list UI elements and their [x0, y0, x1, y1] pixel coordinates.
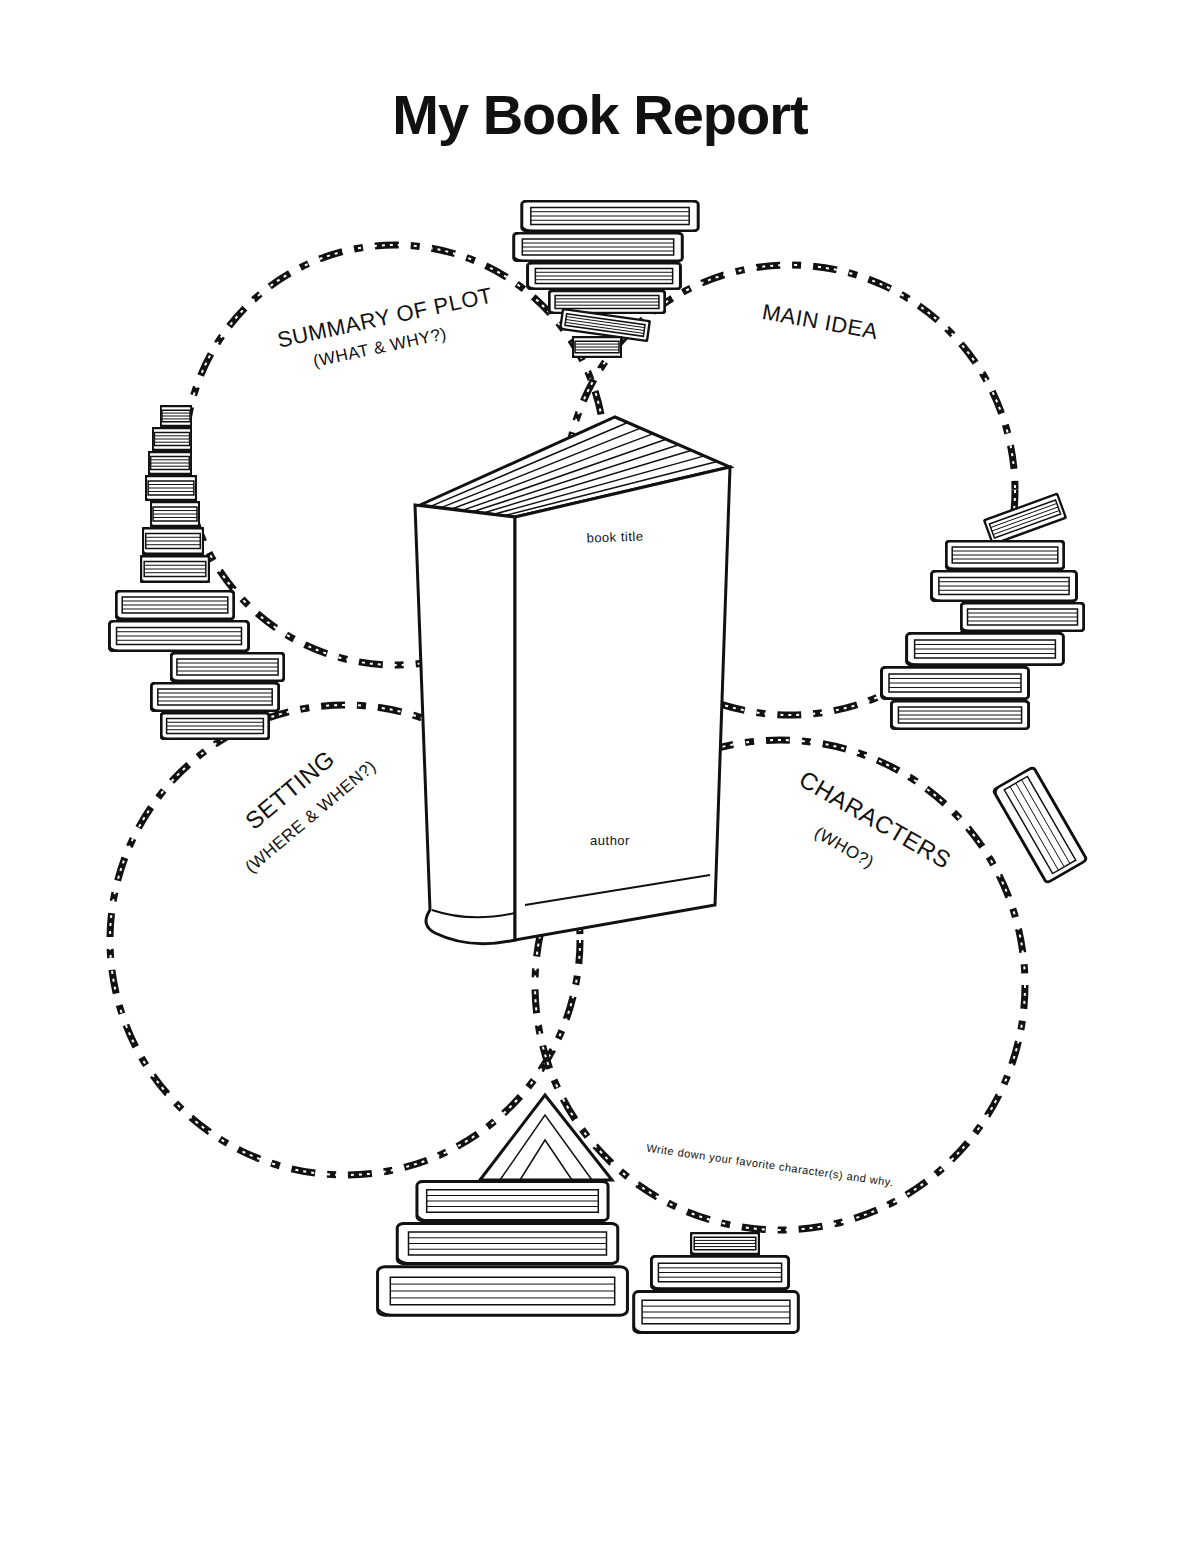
book-cover: book title author — [410, 405, 735, 950]
section-heading: MAIN IDEA — [760, 299, 880, 345]
bottom-book-stack — [378, 1095, 799, 1333]
cover-field: author — [590, 833, 630, 848]
left-book-stack — [109, 406, 283, 739]
cover-field: book title — [586, 529, 644, 546]
cover-line — [525, 875, 710, 905]
circle-ladder — [110, 705, 580, 1175]
spine-band — [432, 910, 515, 917]
circle-outline — [535, 740, 1025, 1230]
top-book-stack — [514, 201, 698, 357]
section-prompt: Write down your favorite character(s) an… — [646, 1142, 895, 1189]
book-spine — [415, 505, 515, 944]
book-drawing — [410, 405, 735, 950]
circle-ladder — [535, 740, 1025, 1230]
front-cover — [515, 467, 730, 940]
circle-outline — [110, 705, 580, 1175]
title: My Book Report — [0, 82, 1200, 147]
